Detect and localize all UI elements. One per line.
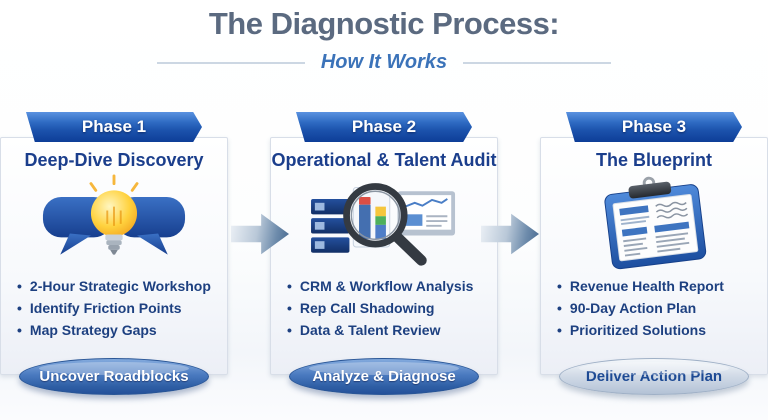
phase-3-bullets: Revenue Health Report 90-Day Action Plan… [541,273,767,341]
phase-3-pill: Deliver Action Plan [559,358,749,395]
phase-2-bullets: CRM & Workflow Analysis Rep Call Shadowi… [271,273,497,341]
subtitle-row: How It Works [0,51,768,74]
subtitle-rule-right [463,61,612,64]
page-subtitle: How It Works [320,51,448,73]
phase-1-column: Phase 1 Deep-Dive Discovery [0,112,228,395]
phase-2-banner: Phase 2 [296,112,472,142]
bullet-item: Map Strategy Gaps [17,319,227,341]
bullet-item: Revenue Health Report [557,275,767,297]
page-title: The Diagnostic Process: [208,6,560,41]
subtitle-rule-left [156,61,305,64]
phase-1-heading: Deep-Dive Discovery [24,150,204,170]
bullet-item: Data & Talent Review [287,319,497,341]
bullet-item: Identify Friction Points [17,297,227,319]
phase-2-pill: Analyze & Diagnose [289,358,479,395]
phase-1-card: Deep-Dive Discovery [0,137,228,395]
phase-3-card: The Blueprint [540,137,768,395]
phase-3-column: Phase 3 The Blueprint [540,112,768,395]
bullet-item: Rep Call Shadowing [287,297,497,319]
bullet-item: 90-Day Action Plan [557,297,767,319]
magnifier-audit-charts-icon [271,171,497,273]
phase-2-card: Operational & Talent Audit [270,137,498,395]
phase-1-pill: Uncover Roadblocks [19,358,209,395]
phase-3-heading: The Blueprint [596,150,712,170]
phase-2-heading: Operational & Talent Audit [271,150,497,170]
bullet-item: Prioritized Solutions [557,319,767,341]
phase-1-banner: Phase 1 [26,112,202,142]
bullet-item: CRM & Workflow Analysis [287,275,497,297]
clipboard-report-icon [541,171,767,273]
phase-1-bullets: 2-Hour Strategic Workshop Identify Frict… [1,273,227,341]
phase-3-banner: Phase 3 [566,112,742,142]
header: The Diagnostic Process: How It Works [0,6,768,74]
bullet-item: 2-Hour Strategic Workshop [17,275,227,297]
phase-2-column: Phase 2 Operational & Talent Audit [270,112,498,395]
phases-row: Phase 1 Deep-Dive Discovery [0,112,768,395]
speech-bubbles-lightbulb-icon [1,171,227,273]
